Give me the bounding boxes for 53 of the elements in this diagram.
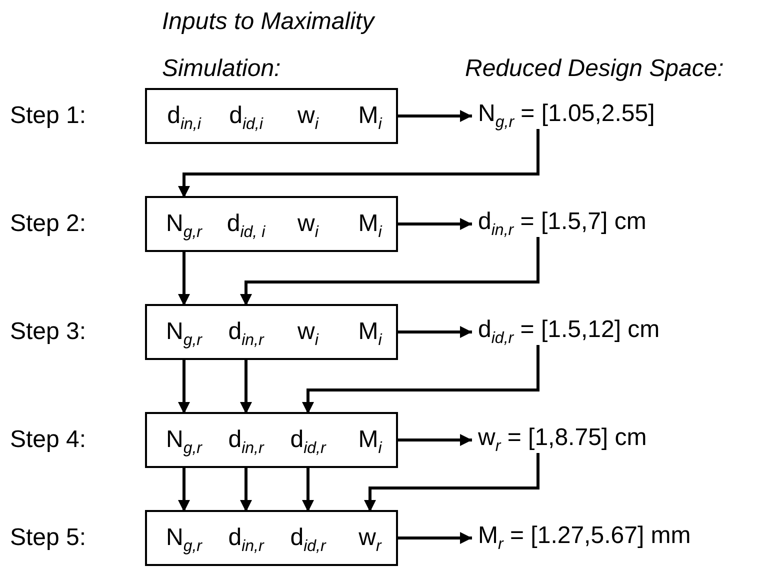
variable-label: w$_{i}$ bbox=[277, 198, 339, 250]
arrow bbox=[398, 218, 472, 230]
variable-label: M$_{i}$ bbox=[339, 306, 401, 358]
arrow bbox=[398, 434, 472, 446]
column-heading: Inputs to Maximality bbox=[162, 8, 374, 36]
variable-label: N$_{g,r}$ bbox=[153, 512, 215, 564]
arrow bbox=[302, 345, 540, 414]
range-text: d$_{id,r}$ = [1.5,12] cm bbox=[478, 316, 660, 344]
step-label: Step 3: bbox=[10, 318, 86, 346]
arrow bbox=[398, 532, 472, 544]
range-text: N$_{g,r}$ = [1.05,2.55] bbox=[478, 100, 655, 128]
arrow bbox=[178, 129, 540, 198]
arrow bbox=[240, 466, 252, 512]
variable-label: d$_{id,r}$ bbox=[277, 414, 339, 466]
step-label: Step 4: bbox=[10, 426, 86, 454]
variable-label: w$_{i}$ bbox=[277, 306, 339, 358]
variable-label: M$_{i}$ bbox=[339, 414, 401, 466]
variable-label: M$_{i}$ bbox=[339, 90, 401, 142]
step-box bbox=[145, 196, 398, 252]
variable-label: d$_{id,i}$ bbox=[215, 90, 277, 142]
step-box bbox=[145, 88, 398, 144]
variable-label: N$_{g,r}$ bbox=[153, 414, 215, 466]
range-text: w$_{r}$ = [1,8.75] cm bbox=[478, 424, 647, 452]
step-label: Step 5: bbox=[10, 524, 86, 552]
variable-label: d$_{id, i}$ bbox=[215, 198, 277, 250]
range-text: M$_{r}$ = [1.27,5.67] mm bbox=[478, 522, 691, 550]
variable-label: d$_{in,r}$ bbox=[215, 414, 277, 466]
arrow bbox=[302, 466, 314, 512]
variable-label: d$_{in,r}$ bbox=[215, 306, 277, 358]
variable-label: w$_{i}$ bbox=[277, 90, 339, 142]
column-heading: Simulation: bbox=[162, 55, 281, 83]
step-box bbox=[145, 412, 398, 468]
variable-label: d$_{in,i}$ bbox=[153, 90, 215, 142]
range-text: d$_{in,r}$ = [1.5,7] cm bbox=[478, 208, 646, 236]
variable-label: N$_{g,r}$ bbox=[153, 306, 215, 358]
variable-label: d$_{in,r}$ bbox=[215, 512, 277, 564]
arrow bbox=[364, 453, 540, 512]
arrow bbox=[178, 250, 190, 306]
arrow bbox=[240, 237, 540, 306]
variable-label: N$_{g,r}$ bbox=[153, 198, 215, 250]
arrow bbox=[240, 358, 252, 414]
variable-label: d$_{id,r}$ bbox=[277, 512, 339, 564]
variable-label: M$_{i}$ bbox=[339, 198, 401, 250]
step-label: Step 2: bbox=[10, 210, 86, 238]
step-box bbox=[145, 304, 398, 360]
step-box bbox=[145, 510, 398, 566]
arrow bbox=[178, 466, 190, 512]
step-label: Step 1: bbox=[10, 102, 86, 130]
arrow bbox=[398, 326, 472, 338]
arrow bbox=[398, 110, 472, 122]
variable-label: w$_{r}$ bbox=[339, 512, 401, 564]
arrow bbox=[178, 358, 190, 414]
column-heading: Reduced Design Space: bbox=[465, 55, 724, 83]
